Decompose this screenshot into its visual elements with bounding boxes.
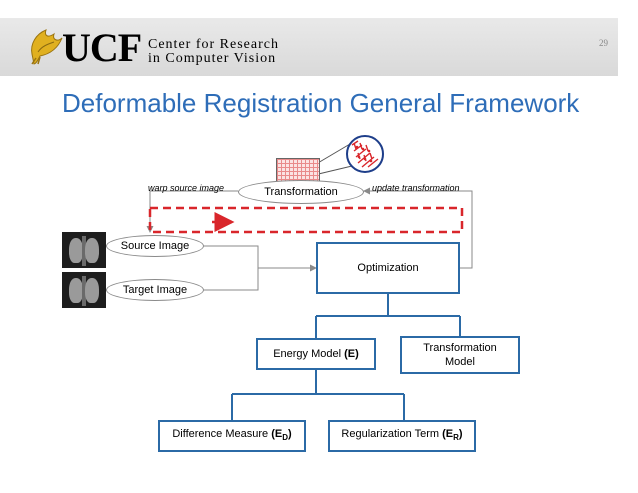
target-image-node: Target Image (106, 279, 204, 301)
energy-model-box: Energy Model (E) (256, 338, 376, 370)
warp-arrow (146, 190, 238, 233)
regularization-term-label: Regularization Term (ER) (341, 427, 463, 443)
source-image-node: Source Image (106, 235, 204, 257)
energy-model-label: Energy Model (E) (273, 348, 359, 360)
iteration-loop (148, 206, 464, 234)
warp-label: warp source image (148, 183, 225, 193)
logo-line-1: Center for Research (148, 37, 279, 52)
header-bar (0, 18, 618, 76)
slide-title: Deformable Registration General Framewor… (62, 88, 580, 118)
regularization-term-box: Regularization Term (ER) (328, 420, 476, 452)
target-ct-thumbnail (62, 272, 106, 308)
logo-line-2: in Computer Vision (148, 51, 277, 66)
optimization-label: Optimization (357, 262, 419, 274)
source-connector (204, 245, 259, 268)
pegasus-logo-icon (31, 29, 63, 65)
update-arrow (363, 187, 473, 269)
transformation-node: Transformation (238, 180, 364, 204)
optimization-box: Optimization (316, 242, 460, 294)
source-ct-thumbnail (62, 232, 106, 268)
update-label: update transformation (372, 183, 460, 193)
target-connector (204, 268, 259, 291)
ucf-logo: UCF (62, 25, 142, 70)
slide-number: 29 (599, 38, 608, 48)
difference-measure-box: Difference Measure (ED) (158, 420, 306, 452)
difference-measure-label: Difference Measure (ED) (172, 427, 292, 443)
zoom-detail-icon (346, 135, 384, 173)
deformation-grid-image (276, 158, 320, 182)
